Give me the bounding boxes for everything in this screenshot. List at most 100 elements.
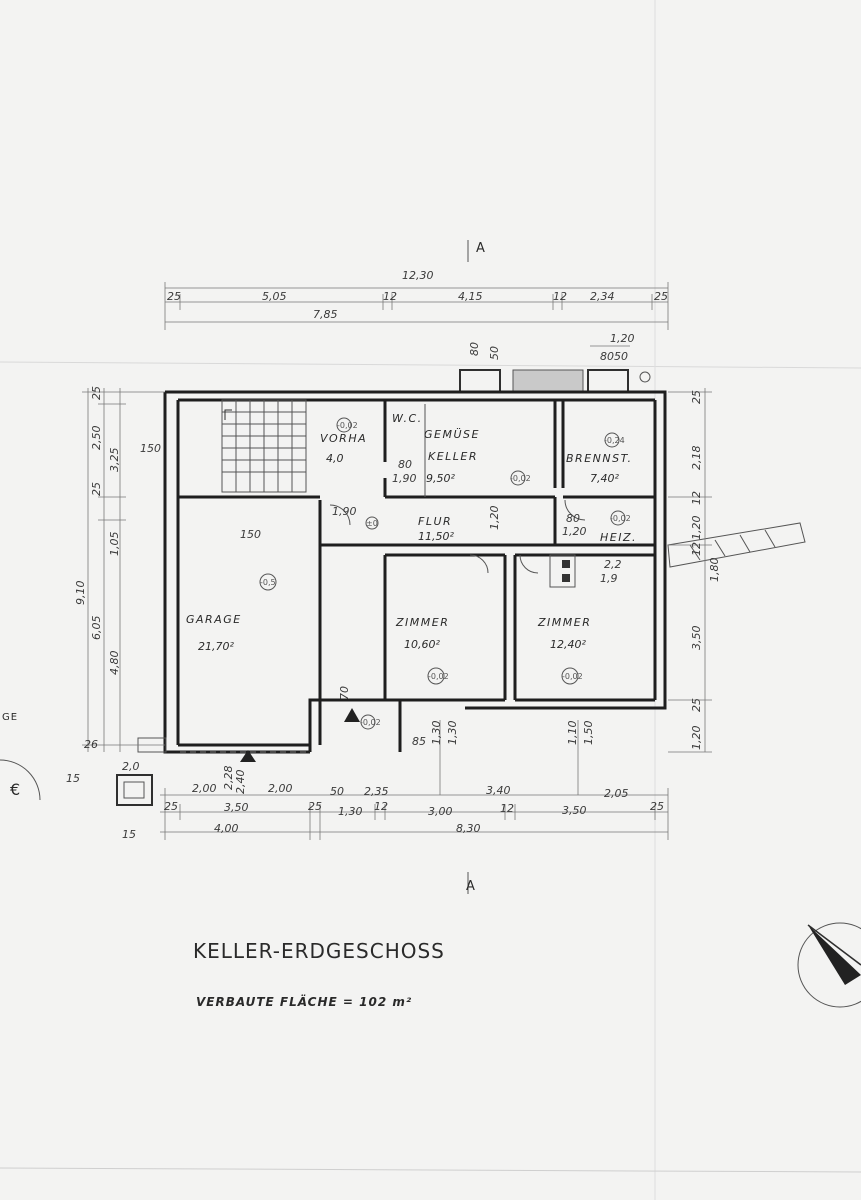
dim-chimney-c: 80 [600, 350, 614, 363]
level-brennst: -0,24 [604, 436, 625, 445]
dim-top-d7: 25 [654, 290, 668, 303]
dim-win-c: 1,10 [566, 721, 579, 746]
level-flur: ±0 [366, 519, 378, 528]
dim-bot-r1-g: 3,40 [486, 784, 511, 797]
staircase [221, 399, 307, 493]
dim-top-d2: 5,05 [262, 290, 287, 303]
interior-walls [178, 400, 655, 702]
level-gemuese: -0,02 [510, 474, 531, 483]
entry-arrow [344, 708, 360, 722]
dim-door-d: 80 [566, 512, 580, 525]
dim-right-a: 25 [690, 390, 703, 404]
north-arrow-icon [797, 922, 861, 1008]
edge-label: GE [2, 712, 18, 723]
stair-note: 150 [240, 528, 261, 541]
room-garage-area: 21,70² [198, 640, 234, 653]
dim-left-f: 6,05 [90, 616, 103, 641]
fold-line [0, 1167, 861, 1173]
dim-bot-r1-a: 2,00 [192, 782, 217, 795]
dim-win-e: 85 [412, 735, 426, 748]
dim-misc-c: 2,0 [122, 760, 140, 773]
garage-entry-arrow [240, 750, 256, 762]
dim-bot-r2-h: 3,50 [562, 804, 587, 817]
fold-line [0, 361, 861, 369]
dim-door-c: 1,20 [562, 525, 587, 538]
room-brennst-area: 7,40² [590, 472, 619, 485]
dim-win-b: 1,30 [430, 721, 443, 746]
dim-heiz-b: 1,9 [600, 572, 618, 585]
dim-chimney-a: 80 [468, 342, 481, 356]
room-brennst-name: BRENNST. [566, 452, 633, 465]
room-zimmer2-area: 12,40² [550, 638, 586, 651]
dim-bot-r2-e: 12 [374, 800, 388, 813]
dim-bot-r3-b: 8,30 [456, 822, 481, 835]
dim-bot-r2-g: 12 [500, 802, 514, 815]
section-mark-top: A [476, 241, 486, 256]
dim-lines-left [82, 388, 165, 752]
room-zimmer1-area: 10,60² [404, 638, 440, 651]
level-garage: -0,5 [260, 578, 276, 587]
dim-bot-r2-a: 25 [164, 800, 178, 813]
dim-lines-right [668, 388, 712, 753]
room-gemuese-name-2: KELLER [428, 450, 478, 463]
drawing-title: KELLER-ERDGESCHOSS [193, 939, 445, 963]
room-vorhaus-area: 4,0 [326, 452, 344, 465]
dim-right-g: 25 [690, 698, 703, 712]
dim-left-overall: 9,10 [74, 581, 87, 606]
drawing-subtitle: VERBAUTE FLÄCHE = 102 m² [196, 994, 412, 1009]
dim-top-d3: 12 [383, 290, 397, 303]
dim-chimney-d: 50 [614, 350, 628, 363]
dim-top-d5: 12 [553, 290, 567, 303]
level-vorhaus: -0,02 [337, 421, 358, 430]
dim-left-stair-note: 150 [140, 442, 161, 455]
dim-door-e: 1,90 [332, 505, 357, 518]
dim-bot-r1-b: 2,28 [222, 766, 235, 791]
dim-flur-width: 1,20 [488, 506, 501, 531]
dim-chimney-width: 1,20 [610, 332, 635, 345]
dim-bot-r1-e: 50 [330, 785, 344, 798]
dim-bot-r2-c: 25 [308, 800, 322, 813]
dim-win-d: 1,30 [446, 721, 459, 746]
room-heiz-name: HEIZ. [600, 531, 637, 544]
dim-bot-r2-b: 3,50 [224, 801, 249, 814]
level-heiz: -0,02 [610, 514, 631, 523]
dim-left-g: 4,80 [108, 651, 121, 676]
chimney-left [459, 369, 501, 393]
dim-left-b: 2,50 [90, 426, 103, 451]
room-flur-area: 11,50² [418, 530, 454, 543]
dim-bot-r1-f: 2,35 [364, 785, 389, 798]
dim-left-c: 3,25 [108, 448, 121, 473]
dim-bot-r2-i: 25 [650, 800, 664, 813]
dim-heiz-a: 2,2 [604, 558, 622, 571]
chimney-right [587, 369, 629, 393]
dim-bot-r1-c: 2,40 [234, 770, 247, 795]
dim-left-e: 1,05 [108, 532, 121, 557]
level-markers [259, 417, 626, 730]
dim-lines-bottom [160, 720, 669, 840]
dim-right-d: 1,20 [690, 516, 703, 541]
dim-door-a: 80 [398, 458, 412, 471]
room-zimmer1-name: ZIMMER [395, 616, 449, 629]
dim-right-slope: 1,80 [708, 558, 721, 583]
room-wc-name: W.C. [392, 412, 423, 425]
exterior-ramp [667, 522, 806, 568]
dim-bot-r1-d: 2,00 [268, 782, 293, 795]
room-zimmer2-name: ZIMMER [537, 616, 591, 629]
dim-top-d1: 25 [167, 290, 181, 303]
dim-top-row2: 7,85 [313, 308, 338, 321]
level-zimmer2: -0,02 [562, 672, 583, 681]
dim-bot-r3-a: 4,00 [214, 822, 239, 835]
dim-top-d6: 2,34 [590, 290, 615, 303]
dim-bot-r1-h: 2,05 [604, 787, 629, 800]
dim-bot-r2-f: 3,00 [428, 805, 453, 818]
dim-left-h: 26 [84, 738, 98, 751]
dim-misc-b: 15 [122, 828, 136, 841]
dim-bot-r2-d: 1,30 [338, 805, 363, 818]
room-vorhaus-name: VORHA [320, 432, 367, 445]
room-gemuese-name-1: GEMÜSE [424, 428, 480, 441]
dim-left-d: 25 [90, 482, 103, 496]
dim-right-f: 3,50 [690, 626, 703, 651]
room-flur-name: FLUR [418, 515, 452, 528]
